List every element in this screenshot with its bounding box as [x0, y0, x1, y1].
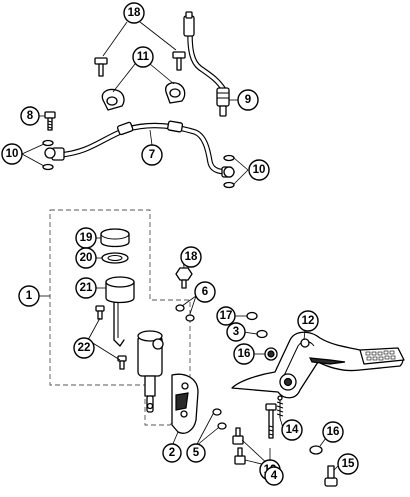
pedal-washer-lower	[309, 445, 323, 455]
pedal-bolt	[324, 465, 338, 487]
svg-text:16: 16	[327, 426, 340, 438]
callout-1: 1	[18, 285, 40, 307]
reservoir-cap	[100, 228, 130, 248]
callout-2: 2	[162, 443, 182, 463]
callout-12: 12	[297, 310, 319, 332]
washer-left-bottom	[42, 163, 54, 171]
callout-6: 6	[194, 281, 216, 303]
svg-text:21: 21	[80, 282, 93, 294]
callout-17: 17	[216, 306, 236, 326]
hose-sleeve-right	[167, 120, 184, 133]
svg-text:15: 15	[342, 458, 355, 470]
hose-sleeve-left	[116, 121, 134, 136]
svg-text:5: 5	[193, 447, 200, 459]
banjo-fitting-right	[221, 166, 235, 178]
washer-lower	[217, 422, 227, 430]
callout-16-lower: 16	[322, 421, 344, 443]
callout-20: 20	[75, 247, 97, 269]
callout-15: 15	[337, 453, 359, 475]
mounting-bolt-lower	[234, 447, 246, 465]
banjo-bolt	[44, 111, 56, 131]
washer-right-top	[223, 154, 235, 162]
svg-text:3: 3	[233, 326, 239, 338]
svg-text:9: 9	[245, 94, 251, 106]
callout-10-right: 10	[248, 159, 270, 181]
svg-text:14: 14	[286, 424, 299, 436]
callout-18-mid: 18	[180, 246, 202, 268]
svg-text:1: 1	[26, 290, 33, 302]
brake-line-assembly	[42, 11, 235, 189]
heel-guard	[171, 373, 199, 434]
svg-text:4: 4	[271, 470, 278, 482]
svg-text:16: 16	[238, 348, 251, 360]
callout-5: 5	[186, 443, 206, 463]
callout-9: 9	[237, 89, 259, 111]
brake-pedal-lever	[231, 331, 405, 399]
pedal-grip-pattern	[365, 350, 396, 361]
svg-text:10: 10	[253, 164, 266, 176]
reservoir-diaphragm	[101, 252, 129, 264]
svg-text:12: 12	[302, 315, 315, 327]
svg-text:11: 11	[137, 51, 150, 63]
callout-14: 14	[281, 419, 303, 441]
pedal-washer	[256, 329, 268, 339]
svg-text:22: 22	[78, 342, 91, 354]
mounting-bolt-upper	[232, 427, 244, 445]
callout-16-upper: 16	[233, 343, 255, 365]
clamp-bolt-left	[94, 57, 108, 77]
pedal-pivot-bolt	[265, 403, 277, 439]
svg-text:7: 7	[149, 149, 155, 161]
svg-text:20: 20	[80, 252, 93, 264]
callout-19: 19	[75, 227, 97, 249]
callout-22: 22	[73, 337, 95, 359]
callout-11: 11	[132, 46, 154, 68]
svg-text:2: 2	[169, 447, 175, 459]
callout-18-top: 18	[123, 2, 145, 24]
master-cylinder-group	[49, 209, 246, 465]
clevis-pin-set	[175, 304, 195, 322]
svg-text:8: 8	[27, 110, 34, 122]
reservoir-screw-upper	[95, 305, 105, 320]
clamp-bolt-right	[172, 51, 186, 71]
return-spring	[276, 395, 284, 418]
washer-left-top	[42, 139, 54, 147]
callout-21: 21	[75, 277, 97, 299]
pedal-bushing-upper	[264, 347, 278, 361]
washer-right-bottom	[223, 181, 235, 189]
hose-clamp-right	[165, 82, 186, 104]
svg-text:17: 17	[220, 310, 233, 322]
washer-upper	[212, 408, 222, 416]
reservoir-hose	[183, 11, 230, 117]
reservoir-screw-lower	[117, 355, 127, 370]
svg-text:10: 10	[6, 148, 19, 160]
callout-7: 7	[141, 144, 163, 166]
callout-3: 3	[226, 322, 246, 342]
hose-clamp-left	[101, 88, 125, 111]
svg-text:19: 19	[80, 232, 93, 244]
master-cylinder-body	[137, 330, 164, 413]
svg-text:18: 18	[185, 251, 198, 263]
callout-4: 4	[264, 466, 284, 486]
callout-10-left: 10	[1, 143, 23, 165]
svg-text:18: 18	[128, 7, 141, 19]
banjo-fitting-left	[44, 147, 65, 161]
brake-pedal-assembly	[231, 311, 405, 487]
callout-labels: 18 11 8 9 10 7 10 19	[1, 2, 359, 486]
svg-text:6: 6	[202, 286, 208, 298]
pedal-washer-upper	[246, 311, 258, 321]
callout-8: 8	[20, 106, 40, 126]
fluid-reservoir	[105, 276, 135, 347]
pushrod-nut	[175, 267, 193, 289]
